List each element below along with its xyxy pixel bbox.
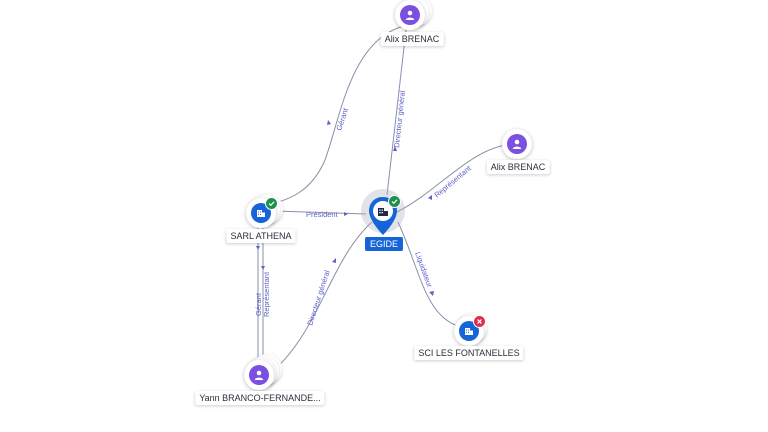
person-icon — [400, 5, 420, 25]
node-label[interactable]: Yann BRANCO-FERNANDE... — [195, 391, 325, 405]
edge-label-representant: Représentant — [433, 163, 474, 199]
edge-label-president: Président — [306, 210, 339, 219]
edge-alix-top-sarl-athena[interactable] — [267, 25, 405, 206]
node-egide[interactable] — [367, 195, 401, 244]
edge-sarl-athena-egide[interactable] — [274, 210, 367, 215]
node-label[interactable]: SCI LES FONTANELLES — [414, 346, 524, 360]
node-circle[interactable] — [395, 0, 425, 30]
active-badge-icon — [265, 197, 278, 210]
edge-label-gerant: Gérant — [254, 292, 263, 316]
edge-yann-egide[interactable] — [271, 221, 373, 373]
node-label[interactable]: SARL ATHENA — [226, 229, 296, 243]
node-circle[interactable] — [244, 360, 274, 390]
closed-badge-icon — [473, 315, 486, 328]
edge-label-representant: Représentant — [262, 271, 271, 317]
active-badge-icon — [388, 195, 401, 208]
edge-label-gerant: Gérant — [334, 106, 350, 131]
edge-arrow — [261, 266, 265, 270]
node-label[interactable]: Alix BRENAC — [486, 160, 550, 174]
edge-arrow — [327, 120, 331, 125]
edge-arrow — [256, 246, 260, 250]
edge-alix-top-egide[interactable] — [386, 29, 407, 196]
edge-arrow — [344, 212, 348, 216]
edge-arrow — [429, 291, 434, 296]
edge-arrow — [393, 146, 397, 151]
person-icon — [249, 365, 269, 385]
edge-arrow — [428, 195, 432, 200]
person-icon — [507, 134, 527, 154]
edge-arrow — [332, 258, 336, 263]
edge-label-directeur-general: Directeur général — [392, 90, 407, 148]
edge-egide-sci[interactable] — [397, 221, 459, 327]
node-circle[interactable] — [502, 129, 532, 159]
node-label-focus[interactable]: EGIDE — [364, 237, 404, 251]
edge-alix-right-egide[interactable] — [396, 143, 513, 213]
edge-label-directeur-general: Directeur général — [305, 269, 331, 327]
node-label[interactable]: Alix BRENAC — [380, 32, 444, 46]
